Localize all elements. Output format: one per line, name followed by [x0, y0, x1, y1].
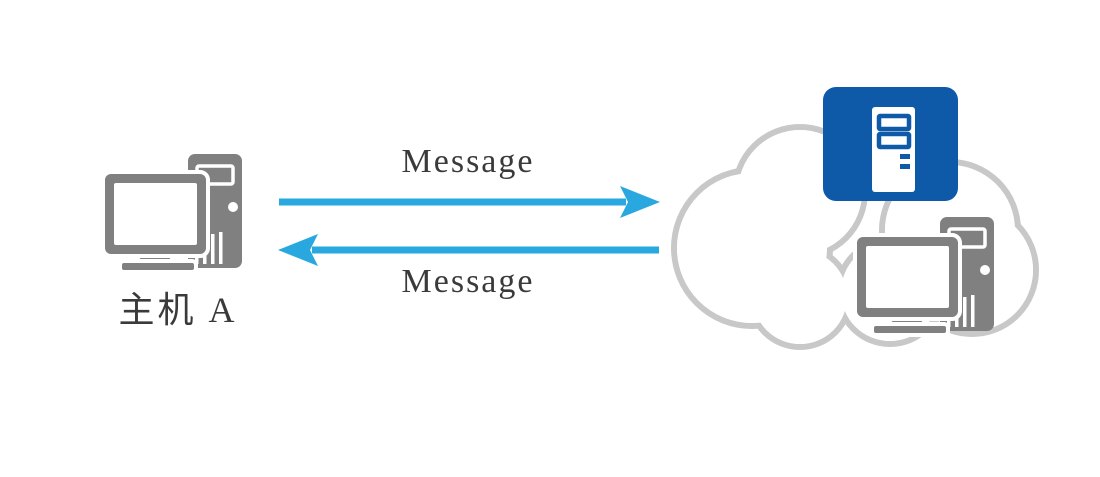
message-top-label: Message — [401, 143, 535, 180]
desktop-computer-icon — [100, 150, 250, 275]
arrow-left-icon — [278, 234, 659, 266]
message-bottom-label: Message — [401, 263, 535, 300]
arrow-right-icon — [279, 186, 660, 218]
server-icon — [823, 87, 958, 201]
server-tower-glyph — [872, 107, 915, 192]
host-a-label: 主机 A — [118, 290, 238, 330]
desktop-computer-icon — [852, 213, 1002, 338]
